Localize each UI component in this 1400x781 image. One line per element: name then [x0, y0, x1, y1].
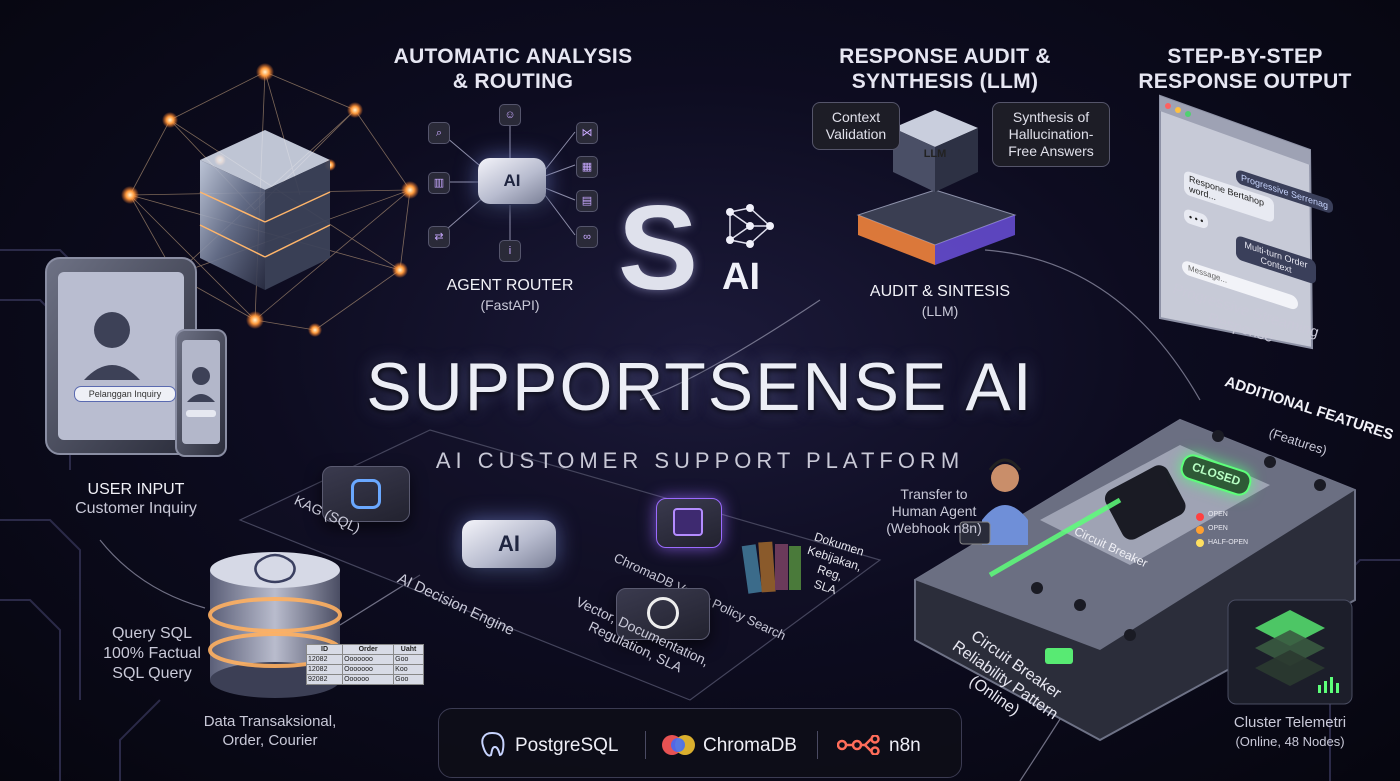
logo-letter: S — [618, 181, 699, 315]
state-open-2: OPEN — [1208, 525, 1228, 532]
routing-section-title: AUTOMATIC ANALYSIS & ROUTING — [393, 45, 633, 93]
table-cell: Ooooooo — [342, 654, 395, 665]
router-ai-chip: AI — [478, 158, 546, 204]
table-header: ID — [305, 644, 344, 655]
neural-net-icon — [726, 204, 774, 248]
table-cell: Koo — [393, 664, 424, 675]
table-cell: Goo — [393, 654, 424, 665]
table-cell: 92082 — [305, 674, 344, 685]
chart-icon: ▥ — [428, 172, 450, 194]
share-icon: ⋈ — [576, 122, 598, 144]
telemetry-label: Cluster Telemetri — [1233, 714, 1347, 731]
table-row: 12082 Ooooooo Goo — [305, 654, 424, 665]
link-icon: ∞ — [576, 226, 598, 248]
table-row: 12082 Ooooooo Koo — [305, 664, 424, 675]
telemetry-sub: (Online, 48 Nodes) — [1235, 734, 1345, 749]
postgresql-icon — [481, 731, 505, 757]
transfer-label: Transfer to Human Agent (Webhook n8n) — [886, 486, 982, 536]
person-icon: ☺ — [499, 104, 521, 126]
user-input-title: USER INPUT — [87, 481, 185, 498]
main-title: SUPPORTSENSE AI — [366, 349, 1034, 425]
chromadb-icon — [662, 735, 695, 755]
info-icon: i — [499, 240, 521, 262]
n8n-icon — [837, 735, 880, 755]
audit-name: AUDIT & SINTESIS — [869, 283, 1011, 300]
table-cell: Ooooooo — [342, 664, 395, 675]
table-row: 92082 Oooooo Goo — [305, 674, 424, 685]
search-doc-icon: ⌕ — [428, 122, 450, 144]
file-icon: ▤ — [576, 190, 598, 212]
output-section-title: STEP-BY-STEP RESPONSE OUTPUT — [1138, 45, 1352, 93]
table-cell: 12082 — [305, 654, 344, 665]
audit-section-title: RESPONSE AUDIT & SYNTHESIS (LLM) — [839, 45, 1051, 93]
table-cell: Oooooo — [342, 674, 395, 685]
context-validation-bubble: Context Validation — [812, 102, 900, 150]
table-header: Uaht — [393, 644, 424, 655]
decision-ai-chip: AI — [462, 520, 556, 568]
chat-window-frame — [1159, 94, 1314, 350]
telemetry-server-icon — [1227, 599, 1353, 705]
document-icon — [673, 508, 703, 536]
inquiry-field[interactable]: Pelanggan Inquiry — [74, 386, 176, 402]
table-cell: 12082 — [305, 664, 344, 675]
database-caption: Data Transaksional, Order, Courier — [203, 713, 337, 749]
logo-ai: AI — [722, 256, 760, 298]
tech-stack-bar: PostgreSQL ChromaDB n8n — [438, 708, 962, 778]
query-sql-label: Query SQL 100% Factual SQL Query — [103, 625, 201, 682]
audit-sub: (LLM) — [921, 303, 959, 319]
table-cell: Goo — [393, 674, 424, 685]
divider — [817, 731, 818, 759]
postgresql-label: PostgreSQL — [515, 735, 619, 756]
database-search-icon — [351, 479, 381, 509]
state-open-1: OPEN — [1208, 511, 1228, 518]
chat-typing-indicator: • • • — [1184, 207, 1209, 230]
shuffle-icon: ⇄ — [428, 226, 450, 248]
state-half-open: HALF-OPEN — [1208, 539, 1249, 546]
divider — [645, 731, 646, 759]
llm-cube-label: LLM — [923, 148, 947, 160]
sql-table: ID Order Uaht 12082 Ooooooo Goo 12082 Oo… — [305, 644, 424, 685]
router-framework: (FastAPI) — [480, 297, 540, 313]
table-header-row: ID Order Uaht — [305, 644, 424, 655]
router-name: AGENT ROUTER — [446, 277, 574, 294]
table-header: Order — [342, 644, 395, 655]
kag-card — [322, 466, 410, 522]
chromadb-label: ChromaDB — [703, 735, 797, 756]
llm-cube-icon — [856, 110, 1017, 265]
chromadb-card — [656, 498, 722, 548]
human-agent-icon — [959, 458, 1028, 545]
main-subtitle: AI CUSTOMER SUPPORT PLATFORM — [435, 448, 965, 473]
synthesis-bubble: Synthesis of Hallucination- Free Answers — [992, 102, 1110, 167]
vector-card — [616, 588, 710, 640]
neural-cube-icon — [199, 130, 331, 290]
user-device-icon — [45, 257, 227, 457]
grid-icon: ▦ — [576, 156, 598, 178]
n8n-label: n8n — [889, 735, 921, 756]
user-input-sub: Customer Inquiry — [75, 500, 197, 517]
policy-books-icon — [741, 541, 801, 594]
headset-icon — [647, 597, 679, 629]
